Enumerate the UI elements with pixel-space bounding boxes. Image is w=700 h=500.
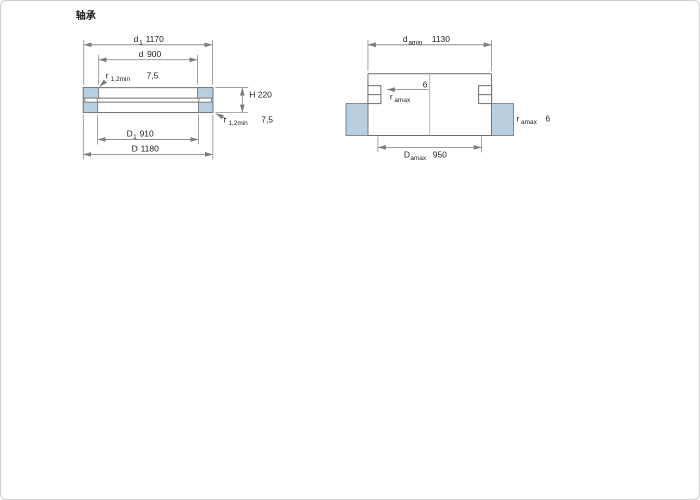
dim-ra-side: r amax 6 <box>517 114 551 126</box>
dim-Da-value: 950 <box>433 149 447 159</box>
dim-D: D 1180 <box>82 114 214 160</box>
page-title: 轴承 <box>76 9 96 22</box>
left-view-cross-section: d 1 1170 d 900 r 1,2min 7,5 H 220 <box>82 34 273 160</box>
dim-D1: D 1 910 <box>97 114 199 145</box>
dim-r12-top-symbol: r <box>106 71 109 81</box>
dim-D-value: 1180 <box>141 143 160 153</box>
dim-d: d 900 <box>98 49 198 85</box>
dim-da-symbol: d <box>403 34 408 44</box>
housing-shoulder-section <box>491 103 514 136</box>
bearing-body-outline <box>82 87 214 114</box>
dim-Da-max: D amax 950 <box>377 136 482 162</box>
roller-section-right <box>198 97 212 103</box>
dim-da-subscript: amin <box>408 39 422 46</box>
dim-H: H 220 <box>215 87 272 113</box>
dim-r12-top-subscript: 1,2min <box>111 76 131 83</box>
shaft-washer-section-left <box>82 87 100 99</box>
dim-d1: d 1 1170 <box>83 34 213 85</box>
dim-Da-subscript: amax <box>410 155 427 162</box>
dim-r12-bottom-subscript: 1,2min <box>228 120 248 127</box>
housing-washer-section-left <box>82 101 99 113</box>
dim-d-symbol: d <box>139 49 144 59</box>
dim-H-value: 220 <box>258 90 272 100</box>
dim-ra-top-subscript: amax <box>394 97 411 104</box>
dim-r12-bottom: r 1,2min 7,5 <box>215 113 273 127</box>
dim-da-value: 1130 <box>432 34 451 44</box>
dim-ra-side-symbol: r <box>517 114 520 124</box>
dim-D1-symbol: D <box>127 128 133 138</box>
roller-section-left <box>84 97 98 103</box>
dim-D1-subscript: 1 <box>133 134 137 141</box>
dim-d1-symbol: d <box>134 34 139 44</box>
dim-ra-top-value: 6 <box>423 80 428 90</box>
dim-H-symbol: H <box>249 90 255 100</box>
dim-d1-subscript: 1 <box>139 39 143 46</box>
dim-D1-value: 910 <box>140 128 154 138</box>
dim-Da-symbol: D <box>404 149 410 159</box>
housing-washer-section-right <box>198 101 214 113</box>
dim-r12-top-value: 7,5 <box>147 71 159 81</box>
dim-r12-bottom-value: 7,5 <box>261 115 273 125</box>
dim-r12-top: r 1,2min 7,5 <box>99 71 159 87</box>
dim-d-value: 900 <box>147 49 161 59</box>
dim-da-min: d amin 1130 <box>367 34 492 71</box>
dim-ra-side-subscript: amax <box>521 119 538 126</box>
shaft-washer-section-right <box>197 87 214 99</box>
dim-D-symbol: D <box>132 143 138 153</box>
shaft-shoulder-section <box>345 103 369 136</box>
dim-d1-value: 1170 <box>146 34 165 44</box>
dim-ra-top-symbol: r <box>390 92 393 102</box>
dim-r12-bottom-symbol: r <box>223 115 226 125</box>
dim-ra-top: 6 r amax <box>386 80 429 104</box>
dim-ra-side-value: 6 <box>545 114 550 124</box>
right-view-abutments: d amin 1130 6 r amax r amax 6 D amax 950 <box>345 34 551 162</box>
